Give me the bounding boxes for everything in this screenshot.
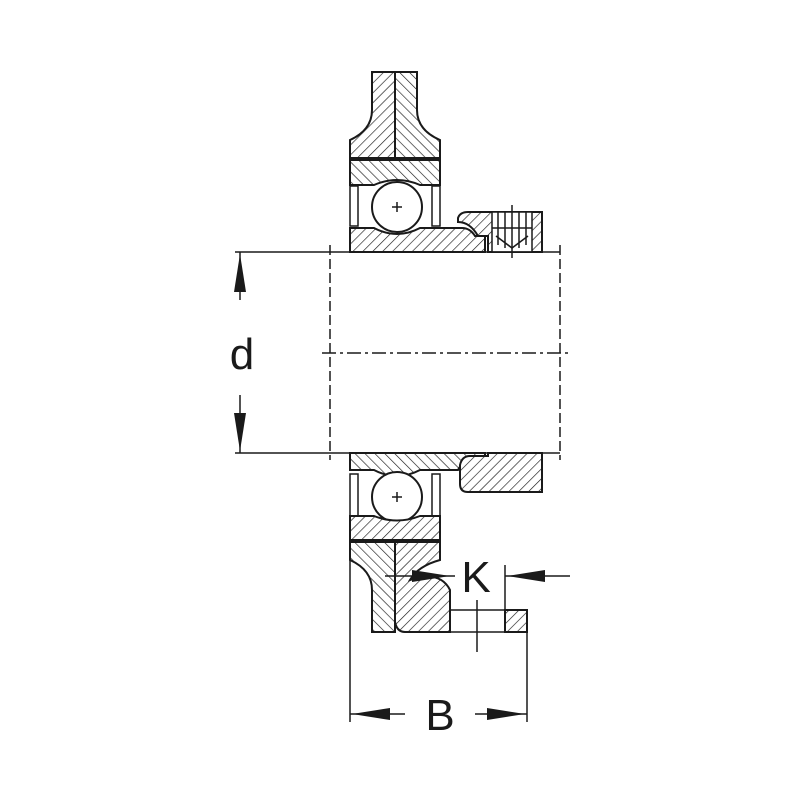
seal-top-left: [349, 185, 359, 227]
dimension-k: [385, 565, 570, 652]
inner-ring-top: [349, 227, 486, 253]
dimension-d: [234, 251, 330, 454]
outer-ring-bottom: [349, 515, 441, 541]
seal-bottom-left: [349, 473, 359, 517]
locking-collar-top: [457, 205, 543, 258]
seal-top-right: [431, 185, 441, 227]
dimension-b: [349, 560, 528, 722]
housing-top: [349, 71, 441, 159]
label-k: K: [461, 553, 490, 602]
housing-bottom: [349, 541, 528, 633]
ball-center-mark-bottom: [392, 492, 402, 502]
locking-collar-bottom: [459, 452, 543, 493]
outer-ring-top: [349, 159, 441, 186]
seal-bottom-right: [431, 473, 441, 517]
label-b: B: [425, 691, 454, 740]
label-d: d: [230, 330, 254, 379]
ball-center-mark: [392, 202, 402, 212]
shaft: [322, 245, 568, 460]
